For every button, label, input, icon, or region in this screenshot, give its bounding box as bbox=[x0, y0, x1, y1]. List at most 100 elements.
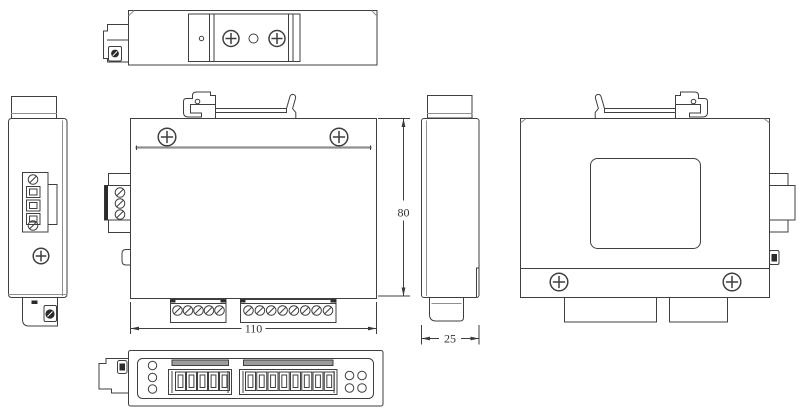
latch-screw-slot bbox=[112, 51, 118, 57]
hole bbox=[147, 384, 158, 394]
slotted-screw bbox=[193, 305, 204, 316]
dimension-width: 110 bbox=[130, 302, 377, 336]
block-tick bbox=[240, 299, 246, 303]
bottom-tab bbox=[429, 297, 464, 322]
panel-dividers bbox=[209, 13, 294, 62]
body bbox=[421, 118, 480, 298]
extension-lines bbox=[378, 118, 410, 297]
block-tick bbox=[170, 299, 176, 303]
tab-outline bbox=[769, 250, 780, 265]
terminal-cell bbox=[26, 186, 41, 198]
right-indicator-holes bbox=[344, 370, 367, 393]
slotted-screw bbox=[254, 305, 266, 316]
terminal-cell bbox=[208, 371, 219, 391]
connector-flange-top bbox=[108, 173, 131, 186]
terminal-block-8 bbox=[240, 299, 337, 323]
panel-outline bbox=[188, 13, 301, 62]
crosshead-screw bbox=[268, 29, 286, 48]
left-side-view bbox=[8, 96, 68, 327]
clip-latch bbox=[117, 360, 128, 374]
center-hole bbox=[248, 33, 259, 44]
din-clip-side bbox=[103, 24, 129, 63]
slotted-screw bbox=[203, 305, 215, 316]
slotted-screw bbox=[114, 209, 126, 220]
clip-bar bbox=[604, 108, 676, 113]
block-bar bbox=[243, 359, 334, 366]
terminal-block-rear bbox=[669, 297, 728, 323]
side-tab bbox=[121, 249, 131, 266]
slotted-screw bbox=[172, 305, 183, 316]
terminal-block-5 bbox=[170, 299, 227, 323]
dimension-height: 80 bbox=[378, 118, 410, 297]
slotted-screw bbox=[322, 305, 334, 316]
terminal-block-rear bbox=[564, 297, 657, 323]
clip-prong bbox=[285, 93, 297, 119]
terminal-block-8-bottom bbox=[239, 359, 338, 395]
block-outline bbox=[170, 299, 227, 323]
clip-hook bbox=[183, 91, 216, 119]
bottom-face bbox=[137, 358, 374, 399]
clip-hole bbox=[194, 98, 201, 105]
slotted-screw bbox=[288, 305, 300, 316]
arrowhead bbox=[130, 326, 139, 331]
clip-bar bbox=[215, 108, 287, 113]
back-body bbox=[520, 118, 770, 298]
bottom-view bbox=[98, 350, 384, 407]
clip-outline bbox=[22, 297, 58, 327]
terminal-cell bbox=[197, 371, 208, 391]
right-side-view bbox=[421, 95, 480, 322]
hole bbox=[344, 383, 355, 393]
arrowhead bbox=[421, 336, 430, 341]
slotted-screw bbox=[243, 305, 254, 316]
extension-lines bbox=[421, 325, 480, 345]
dimension-depth: 25 bbox=[421, 325, 480, 346]
connector-edge bbox=[104, 185, 108, 220]
slotted-screw bbox=[300, 305, 311, 316]
top-panel bbox=[188, 13, 301, 62]
crosshead-screw bbox=[329, 127, 349, 147]
connector-body bbox=[104, 185, 131, 221]
clip-outline bbox=[103, 24, 129, 63]
hole bbox=[357, 370, 367, 381]
top-cap bbox=[11, 96, 57, 119]
block-outline bbox=[240, 299, 337, 323]
tab-fill bbox=[771, 254, 777, 262]
din-clip-side bbox=[98, 358, 129, 394]
slotted-screw bbox=[114, 187, 126, 198]
arrowhead bbox=[401, 287, 406, 296]
crosshead-screw bbox=[722, 272, 742, 292]
din-rail-clip bbox=[594, 91, 708, 119]
terminal-block-5-bottom bbox=[168, 359, 232, 395]
dim-height-label: 80 bbox=[398, 206, 410, 220]
left-indicator-holes bbox=[147, 360, 158, 394]
back-view bbox=[520, 91, 796, 323]
block-tick bbox=[220, 299, 226, 303]
side-tab-rear bbox=[769, 250, 780, 265]
pilot-hole bbox=[198, 35, 205, 42]
slotted-screw bbox=[311, 305, 322, 316]
front-view bbox=[104, 91, 377, 323]
terminal-cell bbox=[312, 371, 324, 391]
din-rail-clip bbox=[183, 91, 297, 119]
crosshead-screw bbox=[222, 29, 240, 48]
recess-panel bbox=[590, 158, 701, 249]
terminal-cell bbox=[186, 371, 197, 391]
hole bbox=[147, 360, 158, 371]
crosshead-screw bbox=[157, 127, 177, 147]
slotted-screw bbox=[114, 198, 126, 209]
terminal-cell bbox=[256, 371, 268, 391]
terminal-cell bbox=[267, 371, 279, 391]
terminal-cell bbox=[301, 371, 313, 391]
slotted-screw bbox=[214, 305, 225, 316]
clip-hook bbox=[675, 91, 708, 119]
connector-flange-bottom bbox=[769, 219, 789, 233]
tab-outline bbox=[429, 297, 464, 322]
hole bbox=[357, 383, 367, 393]
block-outline bbox=[168, 369, 232, 395]
clip-latch bbox=[108, 46, 122, 62]
connector-flange-top bbox=[769, 173, 789, 186]
arrowhead bbox=[368, 326, 377, 331]
corner-marks bbox=[128, 10, 378, 17]
